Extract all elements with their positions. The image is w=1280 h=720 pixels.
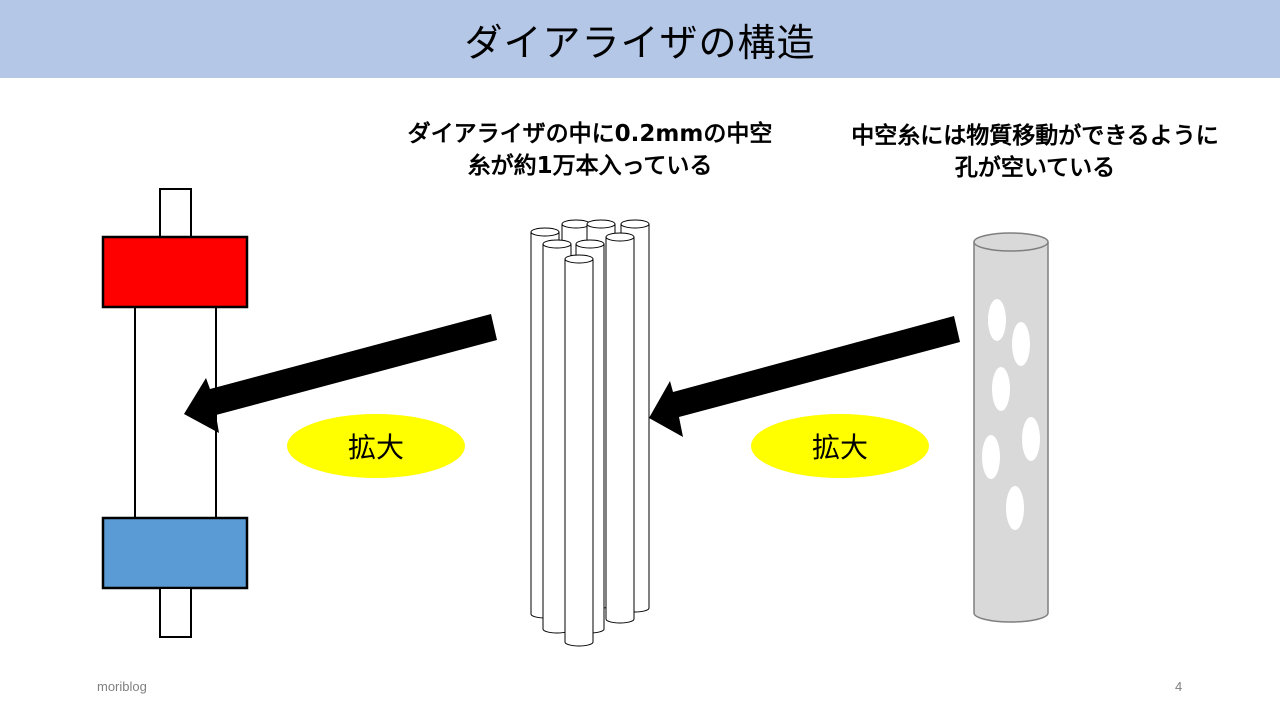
single-hollow-fiber (973, 232, 1049, 623)
dialyzer-top-cap (101, 235, 249, 309)
caption-fiber-pores-line1: 中空糸には物質移動ができるように (851, 123, 1219, 149)
dialyzer-bottom-cap (101, 516, 249, 590)
caption-hollow-fibers: ダイアライザの中に0.2mmの中空 糸が約1万本入っている (380, 118, 800, 182)
enlarge-label-right: 拡大 (812, 431, 868, 464)
title-bar: ダイアライザの構造 (0, 0, 1280, 78)
pore-6 (1006, 486, 1024, 530)
page-title: ダイアライザの構造 (464, 20, 816, 65)
pore-5 (982, 435, 1000, 479)
hollow-fiber-bundle (530, 219, 650, 647)
dialyzer-top-port (159, 188, 192, 238)
caption-hollow-fibers-line2: 糸が約1万本入っている (467, 153, 713, 179)
footer-page-number: 4 (1175, 679, 1183, 694)
footer-blog-name: moriblog (97, 679, 147, 694)
dialyzer-device (101, 188, 249, 638)
arrow-right (649, 316, 960, 437)
arrow-left (184, 314, 497, 433)
fiber-8 (564, 254, 594, 647)
enlarge-label-left: 拡大 (348, 431, 404, 464)
fiber-5 (605, 232, 635, 624)
fiber-cylinder-top (973, 232, 1049, 252)
pore-2 (1012, 322, 1030, 366)
pore-1 (988, 299, 1006, 341)
pore-4 (1022, 417, 1040, 461)
enlarge-badge-right (751, 414, 929, 478)
caption-fiber-pores: 中空糸には物質移動ができるように 孔が空いている (820, 120, 1250, 184)
dialyzer-bottom-port (159, 587, 192, 638)
caption-hollow-fibers-line1: ダイアライザの中に0.2mmの中空 (407, 121, 773, 147)
caption-fiber-pores-line2: 孔が空いている (954, 155, 1116, 181)
enlarge-badge-left (287, 414, 465, 478)
pore-3 (992, 367, 1010, 411)
